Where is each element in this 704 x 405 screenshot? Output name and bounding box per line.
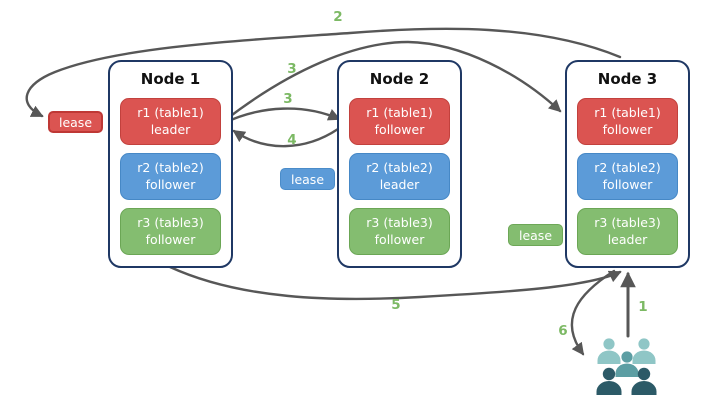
step-label-4: 4	[287, 132, 297, 148]
users-middle-person	[615, 351, 639, 377]
lease-badge-table3: lease	[508, 224, 563, 246]
replica-role: follower	[145, 231, 196, 247]
replica-role: follower	[374, 231, 425, 247]
replica-label: r3 (table3)	[137, 215, 204, 231]
replica-node2-r3: r3 (table3) follower	[349, 208, 450, 255]
step-label-6: 6	[558, 323, 568, 339]
replica-node3-r3: r3 (table3) leader	[577, 208, 678, 255]
replica-node1-r3: r3 (table3) follower	[120, 208, 221, 255]
replica-label: r1 (table1)	[366, 105, 433, 121]
replica-role: follower	[602, 176, 653, 192]
replica-node1-r1: r1 (table1) leader	[120, 98, 221, 145]
node-1: Node 1 r1 (table1) leader r2 (table2) fo…	[108, 60, 233, 268]
users-light-row	[597, 338, 656, 364]
step-label-2: 2	[333, 9, 343, 25]
replica-label: r1 (table1)	[594, 105, 661, 121]
node-3-title: Node 3	[597, 70, 658, 88]
arrow-step-4	[232, 127, 340, 148]
replica-node3-r2: r2 (table2) follower	[577, 153, 678, 200]
replica-label: r1 (table1)	[137, 105, 204, 121]
step-label-1: 1	[638, 299, 648, 315]
lease-badge-table2: lease	[280, 168, 335, 190]
replica-node2-r2: r2 (table2) leader	[349, 153, 450, 200]
replica-label: r2 (table2)	[137, 160, 204, 176]
replica-role: leader	[607, 231, 648, 247]
replica-role: follower	[374, 121, 425, 137]
replica-label: r3 (table3)	[594, 215, 661, 231]
replica-label: r3 (table3)	[366, 215, 433, 231]
replica-role: follower	[145, 176, 196, 192]
replica-label: r2 (table2)	[594, 160, 661, 176]
replica-node1-r2: r2 (table2) follower	[120, 153, 221, 200]
node-1-title: Node 1	[140, 70, 201, 88]
step-label-3a: 3	[287, 61, 297, 77]
step-label-5: 5	[391, 297, 401, 313]
replica-role: leader	[150, 121, 191, 137]
replica-role: leader	[379, 176, 420, 192]
arrow-step-3-to-node3	[222, 40, 562, 123]
lease-badge-table1: lease	[48, 111, 103, 133]
arrow-step-5	[168, 265, 622, 301]
replica-role: follower	[602, 121, 653, 137]
replica-node2-r1: r1 (table1) follower	[349, 98, 450, 145]
arrow-step-3-to-node2	[222, 107, 341, 125]
replica-node3-r1: r1 (table1) follower	[577, 98, 678, 145]
step-label-3b: 3	[283, 91, 293, 107]
arrow-step-2	[25, 27, 622, 118]
node-2-title: Node 2	[369, 70, 430, 88]
users-dark-row	[596, 367, 657, 395]
replica-label: r2 (table2)	[366, 160, 433, 176]
node-2: Node 2 r1 (table1) follower r2 (table2) …	[337, 60, 462, 268]
arrow-step-6	[570, 269, 616, 356]
node-3: Node 3 r1 (table1) follower r2 (table2) …	[565, 60, 690, 268]
